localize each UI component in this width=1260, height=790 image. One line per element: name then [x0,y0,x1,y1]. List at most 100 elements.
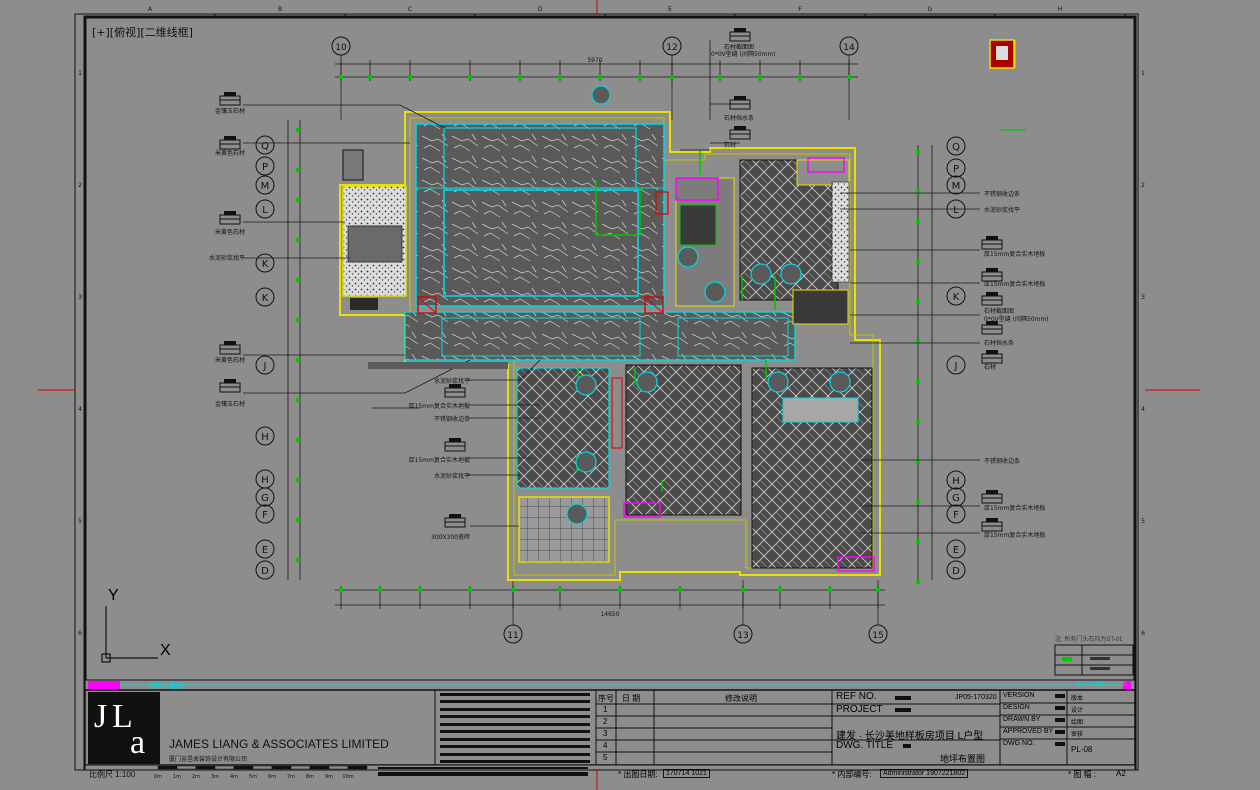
dim-marker [296,278,300,282]
scale-bar-segment [233,765,254,770]
dimension-lines [287,63,933,606]
dim-marker [418,588,422,592]
ref-no-label: REF NO. [836,691,877,702]
dim-marker [741,588,745,592]
dim-marker [916,300,920,304]
ucs-axis-icon [101,606,158,663]
dim-marker [296,438,300,442]
grid-bubble-right [946,175,966,195]
material-tag-icon-top [224,379,236,383]
border-row-label: 2 [1141,182,1145,189]
dim-marker [296,398,300,402]
approval-label: VERSION [1003,692,1035,699]
scale-tick-label: 9m [325,774,333,780]
rev-header-desc: 修改说明 [725,694,757,703]
material-tag-icons [219,28,1003,532]
dim-marker [296,518,300,522]
internal-no: Administrator 1907221802 [880,769,969,778]
grid-bubble-left [255,253,275,273]
scale-bar-segment [328,765,349,770]
logo-a: a [130,724,146,761]
material-tag-icon-top [734,126,746,130]
project-label: PROJECT [836,704,883,715]
border-col-label: B [278,6,282,13]
dim-marker [718,75,722,79]
dim-marker [296,198,300,202]
scale-tick-label: 3m [211,774,219,780]
approval-label: APPROVED BY [1003,728,1054,735]
border-col-label: A [148,6,153,13]
grid-bubble-bottom [503,624,523,644]
grid-label-left: D [261,566,269,577]
dim-total-bottom: 14650 [600,611,619,618]
company-name: JAMES LIANG & ASSOCIATES LIMITED [169,737,389,751]
grid-bubble-right [946,539,966,559]
grid-bubble-left [255,539,275,559]
border-row-label: 6 [1141,630,1145,637]
material-tag-icon-top [986,268,998,272]
key-plan [989,39,1026,131]
revision-row-number: 3 [603,729,608,738]
material-tag-icon-top [449,438,461,442]
scale-tick-label: 10m [342,774,353,780]
print-date-label: * 出图日期: [618,770,658,779]
material-tag-icon-top [986,518,998,522]
grid-label-right: L [953,205,959,216]
border-col-label: G [928,6,933,13]
dim-marker [296,358,300,362]
grid-label-bottom: 11 [507,631,518,641]
grid-bubble-left [255,156,275,176]
material-tag-icon-top [224,92,236,96]
grid-label-left: P [262,162,268,173]
grid-label-top: 10 [335,43,347,53]
grid-label-right: P [953,164,959,175]
grid-bubble-right [946,286,966,306]
grid-label-right: F [953,510,959,521]
dim-marker [916,150,920,154]
grid-bubble-left [255,560,275,580]
material-tag-icon-top [449,384,461,388]
dim-marker [638,75,642,79]
approval-value: 绘图 [1071,720,1084,726]
project-value: 建发 · 长沙美地样板房项目 L户型 [836,731,984,742]
dim-marker [368,75,372,79]
dim-marker [916,540,920,544]
grid-bubble-left [255,355,275,375]
grid-bubble-bottom [868,624,888,644]
approval-value: 设计 [1071,708,1084,714]
approval-value: 审核 [1071,732,1084,738]
rev-header-no: 序号 [598,694,614,703]
dim-marker [916,220,920,224]
grid-bubble-bottom [733,624,753,644]
grid-bubble-left [255,487,275,507]
scale-tick-label: 1m [173,774,181,780]
border-row-label: 4 [1141,406,1145,413]
material-tag-icon-top [986,321,998,325]
rev-header-date: 日 期 [622,694,641,703]
material-tag-icon-top [224,136,236,140]
dim-marker [916,380,920,384]
approval-label: DWG NO. [1003,740,1035,747]
scale-bar-segment [176,765,197,770]
grid-label-left: K [262,259,269,270]
revision-row-number: 1 [603,705,608,714]
internal-no-label: * 内部编号: [832,770,872,779]
viewport-label[interactable]: [+][俯视][二维线框] [92,26,193,39]
dim-marker [778,588,782,592]
scale-bar-segment [214,765,235,770]
border-row-label: 3 [78,294,82,301]
border-col-label: D [538,6,543,13]
scale-label: 比例尺 1:100 [89,770,136,779]
grid-label-left: F [262,510,268,521]
dim-marker [518,75,522,79]
grid-bubble-right [946,504,966,524]
border-row-label: 6 [78,630,82,637]
grid-bubble-right [946,470,966,490]
grid-label-right: D [952,566,960,577]
grid-bubble-top [331,36,351,56]
grid-label-right: J [954,361,958,372]
border-col-label: E [668,6,672,13]
